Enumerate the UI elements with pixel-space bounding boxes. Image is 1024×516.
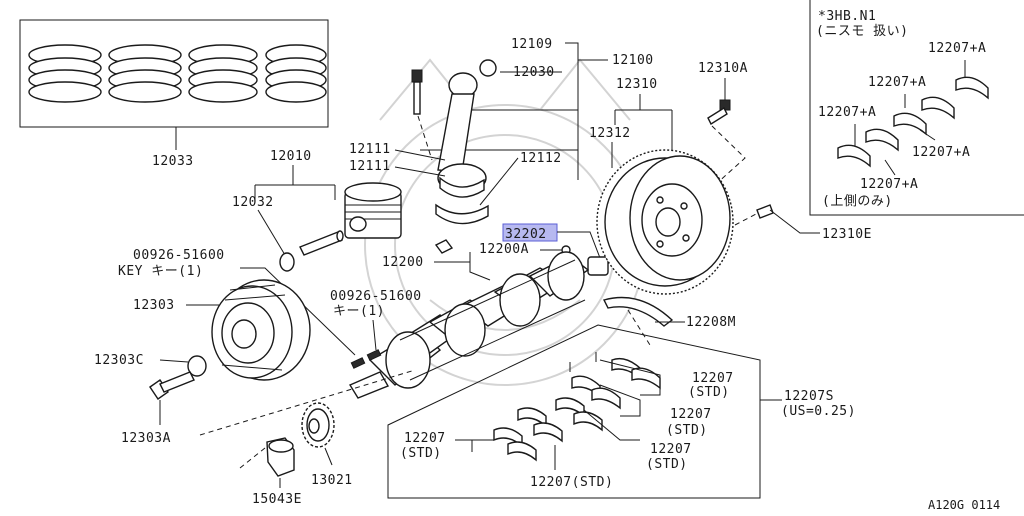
label-12111-b: 12111	[349, 159, 391, 174]
piston-ring-box	[19, 19, 329, 128]
thrust-bearing-icon	[602, 296, 674, 327]
label-12111-a: 12111	[349, 142, 391, 157]
label-12310e: 12310E	[822, 227, 872, 242]
inset-title-1: *3HB.N1	[818, 9, 876, 24]
label-12033: 12033	[152, 154, 194, 169]
inset-label-a2: 12207+A	[868, 75, 926, 90]
label-12207-5: 12207(STD)	[530, 475, 613, 490]
label-12200: 12200	[382, 255, 424, 270]
inset-bearings-icon	[837, 76, 989, 168]
inset-label-a1: 12207+A	[928, 41, 986, 56]
inset-box	[809, 0, 1024, 216]
label-12303: 12303	[133, 298, 175, 313]
label-12310: 12310	[616, 77, 658, 92]
label-00926-b-key: キー(1)	[333, 304, 385, 319]
diagram-id: A120G 0114	[928, 498, 1000, 511]
rod-nut-icon	[434, 239, 454, 254]
label-00926-a-key: KEY キー(1)	[118, 264, 203, 279]
rod-bolt-icon	[411, 69, 423, 115]
label-12112: 12112	[520, 151, 562, 166]
flywheel-icon	[596, 149, 734, 295]
label-12100: 12100	[612, 53, 654, 68]
label-12207-2: 12207	[670, 407, 712, 422]
crank-pulley-icon	[211, 279, 311, 381]
label-12207-4-std: (STD)	[400, 446, 442, 461]
main-bearings-icon	[493, 357, 661, 462]
label-12032: 12032	[232, 195, 274, 210]
bushing-icon	[587, 256, 609, 276]
label-12207-1-std: (STD)	[688, 385, 730, 400]
rod-bearing-icon	[435, 176, 489, 225]
crankshaft-icon	[348, 251, 590, 399]
label-12303c: 12303C	[94, 353, 144, 368]
pulley-bolt-icon	[149, 371, 195, 400]
label-15043e: 15043E	[252, 492, 302, 507]
label-12303a: 12303A	[121, 431, 171, 446]
label-00926-a: 00926-51600	[133, 248, 225, 263]
label-12312: 12312	[589, 126, 631, 141]
label-12109: 12109	[511, 37, 553, 52]
inset-title-2: (ニスモ 扱い)	[816, 24, 908, 39]
inset-label-a4: 12207+A	[912, 145, 970, 160]
inset-footer: (上側のみ)	[822, 194, 893, 209]
label-12200a: 12200A	[479, 242, 529, 257]
label-12207-2-std: (STD)	[666, 423, 708, 438]
crank-sprocket-icon	[301, 402, 335, 448]
dowel-pin-icon	[756, 204, 774, 219]
label-12207-3: 12207	[650, 442, 692, 457]
crank-nut-icon	[266, 437, 295, 477]
label-12207-1: 12207	[692, 371, 734, 386]
label-32202[interactable]: 32202	[505, 227, 547, 242]
label-12207-3-std: (STD)	[646, 457, 688, 472]
label-12207-4: 12207	[404, 431, 446, 446]
label-00926-b: 00926-51600	[330, 289, 422, 304]
piston-icon	[344, 182, 402, 239]
label-12310a: 12310A	[698, 61, 748, 76]
piston-rings-icon	[28, 44, 327, 103]
washer-icon	[187, 355, 207, 377]
label-13021: 13021	[311, 473, 353, 488]
label-12010: 12010	[270, 149, 312, 164]
inset-label-a3: 12207+A	[818, 105, 876, 120]
piston-pin-icon	[299, 230, 344, 256]
main-bearing-box	[387, 324, 761, 499]
label-12208m: 12208M	[686, 315, 736, 330]
label-12207s-sub: (US=0.25)	[781, 404, 856, 419]
circlip-icon	[279, 252, 295, 272]
label-12207s: 12207S	[784, 389, 834, 404]
flywheel-bolt-icon	[707, 99, 731, 126]
inset-label-a5: 12207+A	[860, 177, 918, 192]
